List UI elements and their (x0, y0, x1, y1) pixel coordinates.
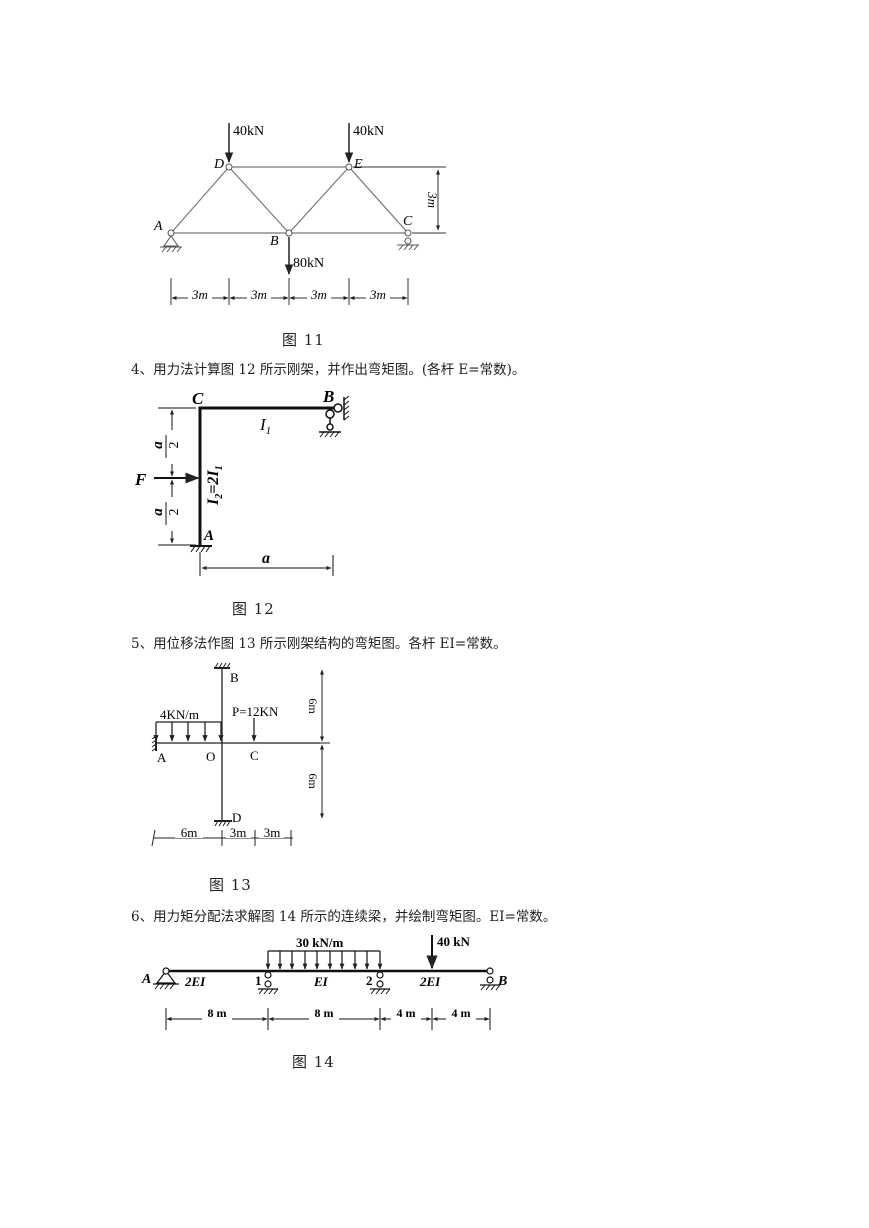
span-label-3: 3m (264, 825, 281, 840)
point-load-label: P=12KN (232, 704, 279, 719)
load-label-left: 40kN (233, 124, 264, 139)
span-label-2: 3m (230, 825, 247, 840)
height-dimension (314, 669, 330, 819)
question-6-text: 6、用力矩分配法求解图 14 所示的连续梁，并绘制弯矩图。EI=常数。 (131, 909, 557, 925)
svg-text:a: a (150, 508, 166, 516)
support-b-fixed (214, 662, 231, 669)
svg-text:a: a (150, 441, 166, 449)
frame-members (198, 406, 335, 545)
height-label-bottom: 6m (306, 773, 320, 789)
distributed-load (153, 721, 224, 742)
force-label: F (134, 470, 147, 489)
node-label-a: A (203, 528, 214, 544)
node-label-c: C (403, 214, 413, 229)
width-dimension (199, 552, 334, 576)
span-label-2: 8 m (315, 1006, 334, 1020)
stiffness-label-2: EI (313, 974, 329, 989)
support-1-roller (258, 971, 279, 995)
svg-text:2: 2 (167, 442, 182, 449)
figure-11-caption: 图 11 (282, 331, 325, 349)
stiffness-label-3: 2EI (419, 974, 441, 989)
span-label-1: 6m (181, 825, 198, 840)
dim-bottom-fraction: a 2 (150, 502, 182, 525)
node-label-b: B (230, 670, 239, 685)
node-label-o: O (206, 749, 215, 764)
node-label-d: D (213, 157, 224, 172)
figure-11-truss: 40kN 40kN 80kN A B C D E 3m (153, 123, 446, 305)
node-label-b: B (270, 234, 279, 249)
height-dimension (353, 166, 446, 234)
inertia-label-i1: I1 (259, 415, 271, 437)
question-4-text: 4、用力法计算图 12 所示刚架，并作出弯矩图。(各杆 E=常数)。 (131, 362, 526, 378)
frame-members (156, 668, 320, 820)
svg-text:2: 2 (167, 509, 182, 516)
node-label-d: D (232, 810, 241, 825)
inertia-label-i2: I2=2I1 (205, 465, 225, 506)
support-c-roller (397, 229, 419, 251)
figure-12-frame: F C B A I1 I2=2I1 a 2 a 2 (134, 387, 350, 576)
support-a-pin (160, 229, 182, 253)
figure-14-caption: 图 14 (292, 1053, 335, 1071)
node-label-1: 1 (255, 973, 262, 988)
node-label-a: A (153, 219, 163, 234)
dim-top-fraction: a 2 (150, 435, 182, 458)
support-d-fixed (214, 820, 232, 827)
node-label-b: B (497, 974, 507, 989)
span-label-3: 4 m (397, 1006, 416, 1020)
support-a-pin (153, 967, 179, 990)
udl-label: 30 kN/m (296, 935, 343, 950)
height-label: 3m (425, 191, 440, 208)
node-label-c: C (250, 748, 259, 763)
node-label-a: A (157, 750, 167, 765)
width-label: a (262, 550, 270, 567)
figure-13-frame: 4KN/m P=12KN B A O C D 6m 6m 6m 3m (151, 662, 330, 847)
point-load-label: 40 kN (437, 934, 470, 949)
truss-joints (225, 163, 353, 237)
span-label-1: 8 m (208, 1006, 227, 1020)
node-label-e: E (353, 157, 363, 172)
span-label-2: 3m (250, 287, 267, 302)
node-label-2: 2 (366, 973, 373, 988)
stiffness-label-1: 2EI (184, 974, 206, 989)
truss-members (170, 166, 409, 234)
udl-label: 4KN/m (160, 707, 199, 722)
span-label-1: 3m (191, 287, 208, 302)
span-label-4: 3m (369, 287, 386, 302)
figure-14-beam: 30 kN/m 40 kN A 1 2 B 2EI EI 2EI (141, 934, 507, 1030)
figure-13-caption: 图 13 (209, 876, 252, 894)
question-5-text: 5、用位移法作图 13 所示刚架结构的弯矩图。各杆 EI=常数。 (131, 636, 507, 652)
node-label-a: A (141, 972, 151, 987)
support-2-roller (370, 971, 391, 995)
support-b-roller (480, 967, 501, 991)
figure-12-caption: 图 12 (232, 600, 275, 618)
support-a-fixed (190, 545, 212, 553)
support-b (319, 395, 350, 438)
node-label-c: C (192, 389, 204, 408)
distributed-load (265, 950, 383, 970)
height-label-top: 6m (306, 698, 320, 714)
span-label-3: 3m (310, 287, 327, 302)
load-label-bottom: 80kN (293, 256, 324, 271)
span-label-4: 4 m (452, 1006, 471, 1020)
load-label-right: 40kN (353, 124, 384, 139)
node-label-b: B (322, 387, 334, 406)
